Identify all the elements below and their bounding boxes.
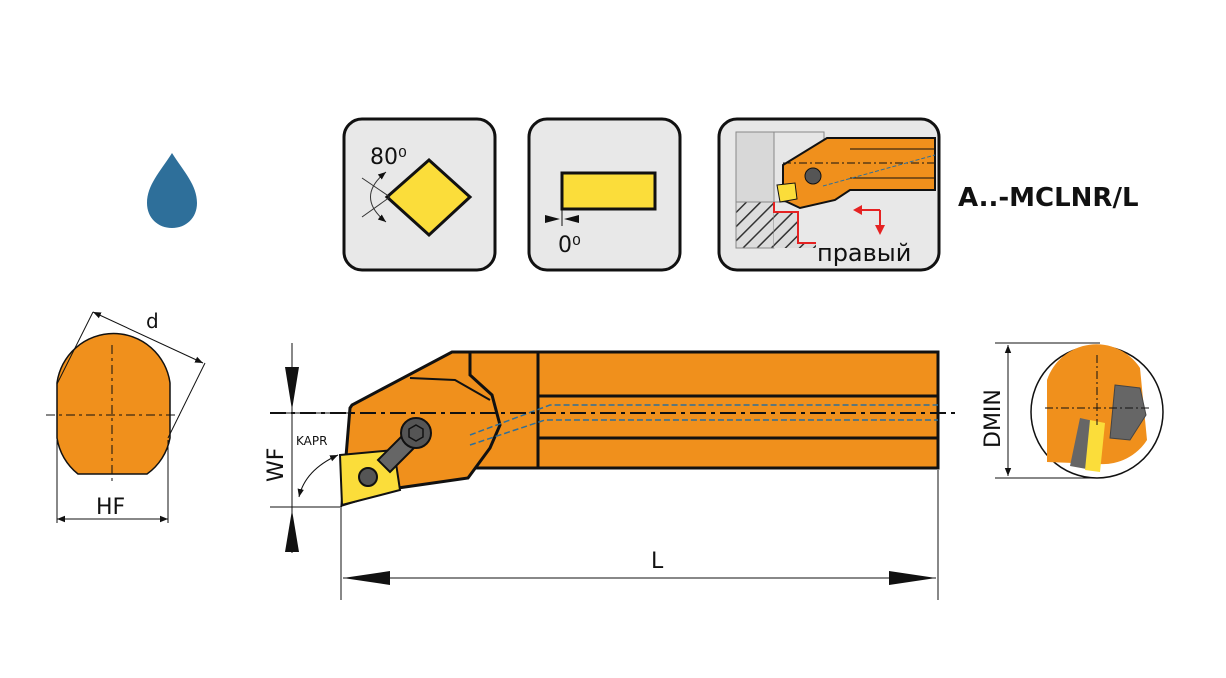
d-label: d: [146, 309, 159, 333]
insert-shape-card: 80⁰: [342, 117, 497, 272]
clearance-angle-card: 0⁰: [527, 117, 682, 272]
dmin-label: DMIN: [981, 389, 1006, 448]
rhombic-insert-icon: [384, 157, 473, 238]
insert-angle-label: 80⁰: [370, 145, 407, 170]
l-label: L: [651, 549, 664, 574]
shank-cross-section: d HF: [46, 309, 206, 523]
clearance-angle-label: 0⁰: [558, 233, 581, 258]
kapr-label: KAPR: [296, 434, 327, 448]
hand-label: правый: [817, 239, 911, 267]
min-bore-end-view: DMIN: [981, 342, 1164, 479]
hf-label: HF: [96, 495, 125, 520]
product-title: A..-MCLNR/L: [958, 183, 1139, 213]
wf-dimension: WF KAPR: [264, 343, 350, 553]
clamp-screw-icon: [400, 417, 432, 449]
l-dimension: L: [340, 470, 939, 600]
hand-of-tool-card: правый: [717, 117, 941, 272]
boring-bar-side-view: [270, 350, 956, 508]
coolant-drop-icon: [147, 153, 197, 228]
wf-label: WF: [264, 448, 289, 482]
